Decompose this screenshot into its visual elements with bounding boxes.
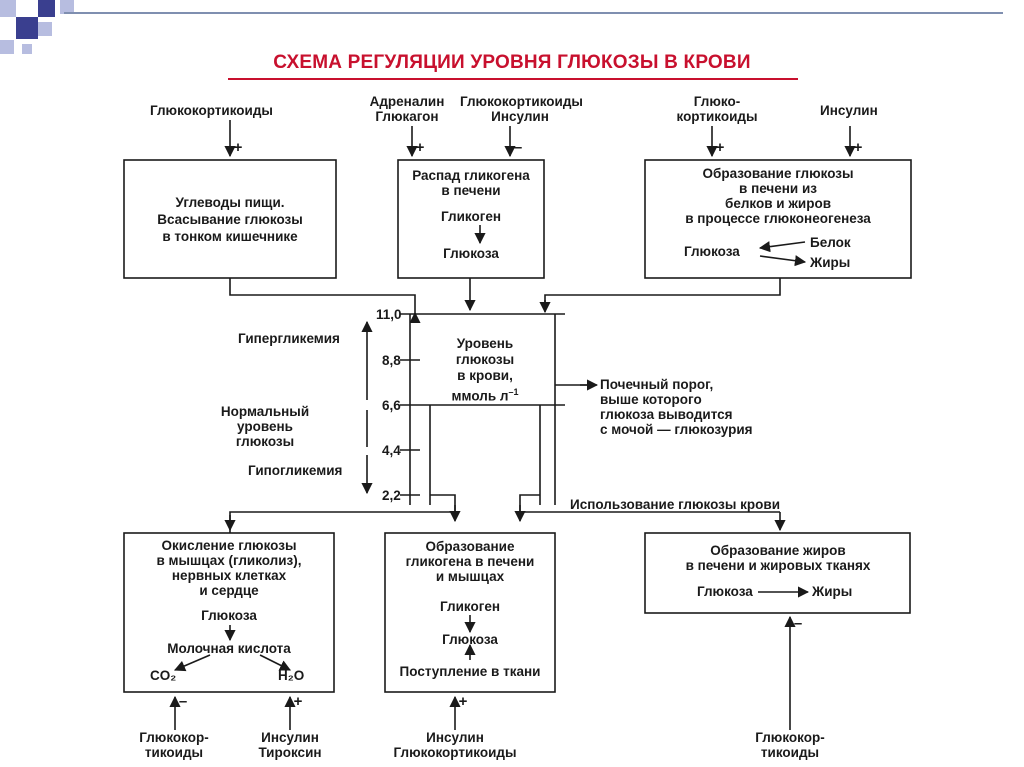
level-8-8: 8,8: [382, 353, 401, 368]
sign-plus-3: +: [716, 139, 725, 156]
sign-plus-5: +: [294, 693, 303, 710]
box-glucose-oxidation-title: Окисление глюкозы в мышцах (гликолиз), н…: [156, 538, 302, 598]
sign-minus-3: –: [794, 615, 802, 632]
box-gluconeogenesis-glucose: Глюкоза: [684, 244, 740, 259]
sign-plus-1: +: [234, 139, 243, 156]
box-glucose-oxidation-h2o: H₂O: [278, 668, 305, 683]
corner-square-light-4: [0, 40, 14, 54]
page-title: СХЕМА РЕГУЛЯЦИИ УРОВНЯ ГЛЮКОЗЫ В КРОВИ: [273, 52, 751, 73]
level-6-6: 6,6: [382, 398, 401, 413]
box-lipogenesis: [644, 532, 911, 614]
box-gluconeogenesis-title: Образование глюкозы в печени из белков и…: [685, 166, 871, 226]
box-glucose-oxidation: [123, 532, 335, 693]
box-lipogenesis-fats: Жиры: [812, 584, 853, 599]
blood-glucose-level-unit-exp: –1: [508, 387, 519, 397]
box-glycogenolysis-glucose: Глюкоза: [443, 246, 499, 261]
box-glycogenesis: [384, 532, 556, 693]
box-glycogenolysis-glycogen: Гликоген: [441, 209, 501, 224]
normal-level-label: Нормальный уровень глюкозы: [220, 404, 310, 449]
box-gluconeogenesis-fats: Жиры: [810, 255, 851, 270]
box-glucose-oxidation-lactate: Молочная кислота: [167, 641, 291, 656]
regulator-insulin-1: Инсулин: [820, 103, 878, 118]
hyperglycemia-label: Гипергликемия: [238, 331, 340, 346]
corner-square-light-1: [0, 0, 16, 17]
renal-threshold-label: Почечный порог, выше которого глюкоза вы…: [600, 377, 753, 437]
regulator-glucocorticoids-4: Глюкокор- тикоиды: [755, 730, 825, 760]
corner-square-light-5: [22, 44, 32, 54]
box-glycogenesis-glycogen: Гликоген: [440, 599, 500, 614]
level-4-4: 4,4: [382, 443, 401, 458]
sign-plus-2: +: [416, 139, 425, 156]
box-glycogenolysis-title: Распад гликогена в печени: [412, 168, 530, 198]
regulator-adrenaline-glucagon: Адреналин Глюкагон: [369, 94, 445, 124]
corner-square-light-3: [38, 22, 52, 36]
box-lipogenesis-glucose: Глюкоза: [697, 584, 753, 599]
regulator-insulin-glucocorticoids: Инсулин Глюкокортикоиды: [393, 730, 517, 760]
glucose-usage-label: Использование глюкозы крови: [570, 497, 780, 512]
corner-square-dark-2: [16, 17, 38, 39]
box-glycogenesis-glucose: Глюкоза: [442, 632, 498, 647]
regulator-glucocorticoids-3: Глюкокор- тикоиды: [139, 730, 209, 760]
box-glycogenesis-title: Образование гликогена в печени и мышцах: [405, 539, 535, 584]
level-11-0: 11,0: [376, 307, 402, 322]
box-gluconeogenesis-protein: Белок: [810, 235, 851, 250]
sign-plus-6: +: [459, 693, 468, 710]
sign-minus-2: –: [179, 693, 187, 710]
sign-plus-4: +: [854, 139, 863, 156]
blood-glucose-level-label: Уровень глюкозы в крови, ммоль л–1: [430, 336, 540, 405]
corner-square-light-2: [60, 0, 74, 14]
box-food-absorption-text: Углеводы пищи. Всасывание глюкозы в тонк…: [157, 195, 303, 244]
box-glycogenolysis: [397, 159, 545, 279]
regulator-glucocorticoids-1: Глюкокортикоиды: [150, 103, 273, 118]
box-gluconeogenesis: [644, 159, 912, 279]
level-2-2: 2,2: [382, 488, 401, 503]
box-glycogenesis-uptake: Поступление в ткани: [399, 664, 541, 679]
regulator-glucocorticoids-2: Глюко- кортикоиды: [676, 94, 758, 124]
regulator-glucocorticoids-insulin: Глюкокортикоиды Инсулин: [460, 94, 583, 124]
title-rule: [64, 12, 1003, 14]
hypoglycemia-label: Гипогликемия: [248, 463, 343, 478]
box-glucose-oxidation-co2: CO₂: [150, 668, 177, 683]
sign-minus-1: –: [514, 139, 522, 156]
blood-glucose-level-text: Уровень глюкозы в крови, ммоль л: [451, 336, 515, 404]
corner-square-dark-1: [38, 0, 55, 17]
title-underline: [228, 78, 798, 80]
box-glucose-oxidation-glucose: Глюкоза: [201, 608, 257, 623]
box-lipogenesis-title: Образование жиров в печени и жировых тка…: [685, 543, 871, 573]
regulator-insulin-thyroxine: Инсулин Тироксин: [258, 730, 322, 760]
